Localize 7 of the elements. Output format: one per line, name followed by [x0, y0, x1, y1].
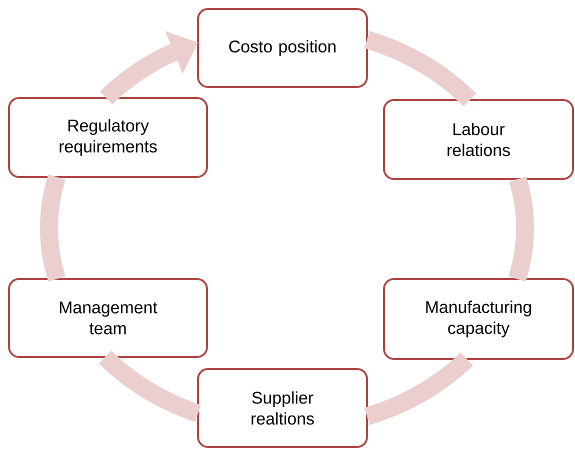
process-box: Management team — [8, 278, 208, 358]
cycle-arrow — [100, 31, 198, 105]
process-box: Labour relations — [383, 99, 574, 180]
process-box: Supplier realtions — [197, 368, 368, 448]
process-box: Costo position — [197, 8, 368, 88]
process-box: Manufacturing capacity — [383, 278, 574, 360]
process-box: Regulatory requirements — [8, 97, 208, 178]
